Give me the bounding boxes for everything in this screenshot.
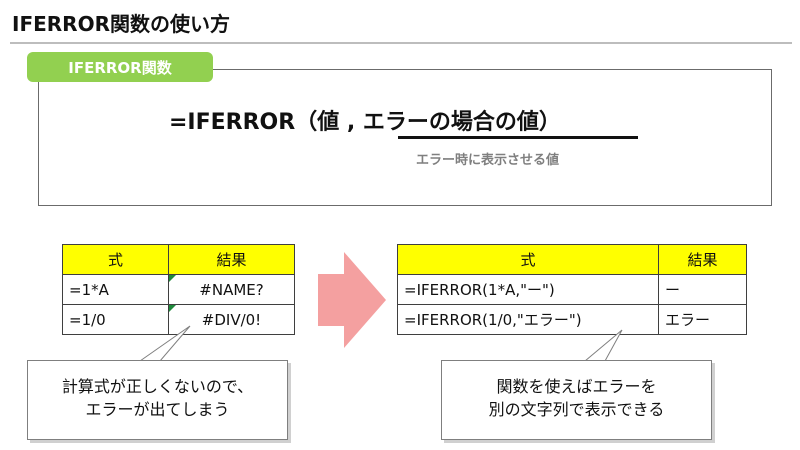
iferror-example-table: 式 結果 =IFERROR(1*A,"ー") ー =IFERROR(1/0,"エ… <box>397 244 747 335</box>
right-callout-pointer <box>583 329 623 362</box>
formula-cell[interactable]: =IFERROR(1/0,"エラー") <box>397 304 659 335</box>
result-cell[interactable]: エラー <box>658 304 747 335</box>
formula-cell[interactable]: =1/0 <box>62 304 169 335</box>
callout-line: 別の文字列で表示できる <box>488 400 665 419</box>
right-callout: 関数を使えばエラーを 別の文字列で表示できる <box>441 360 712 440</box>
result-cell[interactable]: #NAME? <box>168 274 295 305</box>
column-header-result: 結果 <box>658 244 747 275</box>
error-example-table: 式 結果 =1*A #NAME? =1/0 #DIV/0! <box>62 244 295 335</box>
table-header-row: 式 結果 <box>62 244 295 275</box>
callout-line: 計算式が正しくないので、 <box>61 377 254 396</box>
left-callout-pointer <box>138 325 191 362</box>
table-row: =1/0 #DIV/0! <box>62 304 295 335</box>
formula-note: エラー時に表示させる値 <box>416 153 560 168</box>
title-divider <box>10 42 792 44</box>
table-row: =1*A #NAME? <box>62 274 295 305</box>
error-indicator-icon <box>169 305 176 312</box>
callout-line: 関数を使えばエラーを <box>496 377 657 396</box>
error-indicator-icon <box>169 275 176 282</box>
page-title: IFERROR関数の使い方 <box>12 12 230 36</box>
callout-line: エラーが出てしまう <box>85 400 230 419</box>
syntax-tag: IFERROR関数 <box>27 52 213 82</box>
left-callout: 計算式が正しくないので、 エラーが出てしまう <box>27 360 288 440</box>
syntax-formula: =IFERROR（値 , エラーの場合の値） <box>169 110 561 135</box>
result-cell[interactable]: ー <box>658 274 747 305</box>
result-cell[interactable]: #DIV/0! <box>168 304 295 335</box>
column-header-formula: 式 <box>62 244 169 275</box>
table-row: =IFERROR(1/0,"エラー") エラー <box>397 304 747 335</box>
result-value: #DIV/0! <box>201 310 262 329</box>
right-arrow-icon <box>318 252 386 348</box>
result-value: #NAME? <box>199 280 264 299</box>
formula-underline <box>398 136 638 139</box>
